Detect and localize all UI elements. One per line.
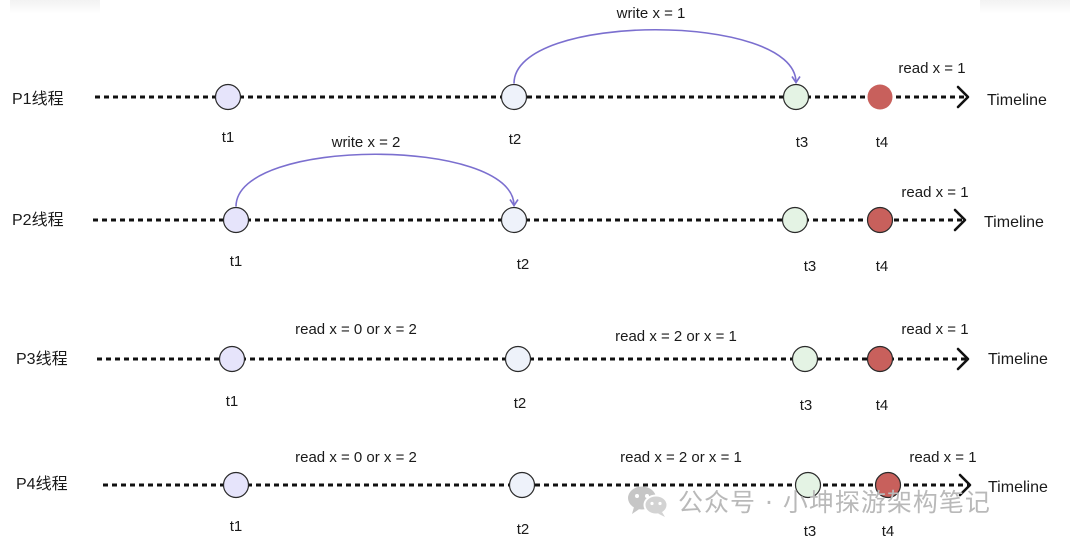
event-node-t3 — [794, 471, 822, 499]
row-label-p3: P3线程 — [16, 350, 68, 368]
event-node-t3 — [782, 83, 810, 111]
event-node-t2 — [508, 471, 536, 499]
time-label-t2: t2 — [514, 395, 527, 412]
time-label-t4: t4 — [876, 258, 889, 275]
write-arrow — [235, 153, 519, 207]
write-label: write x = 1 — [616, 5, 686, 22]
event-node-t4 — [867, 84, 893, 110]
event-node-t3 — [791, 345, 819, 373]
read-note: read x = 0 or x = 2 — [295, 449, 417, 466]
row-label-p4: P4线程 — [16, 475, 68, 493]
timeline-arrowhead — [953, 208, 967, 232]
read-note: read x = 1 — [898, 60, 965, 77]
write-arrow — [513, 29, 801, 84]
event-node-t1 — [218, 345, 246, 373]
top-left-shadow — [10, 0, 100, 14]
time-label-t2: t2 — [509, 131, 522, 148]
top-right-shadow — [980, 0, 1070, 14]
read-note: read x = 1 — [909, 449, 976, 466]
event-node-t4 — [866, 345, 894, 373]
time-label-t4: t4 — [876, 397, 889, 414]
time-label-t2: t2 — [517, 521, 530, 538]
time-label-t1: t1 — [222, 129, 235, 146]
time-label-t3: t3 — [796, 134, 809, 151]
event-node-t2 — [500, 206, 528, 234]
read-note: read x = 1 — [901, 321, 968, 338]
event-node-t4 — [866, 206, 894, 234]
timeline-label: Timeline — [987, 92, 1047, 109]
timeline-label: Timeline — [984, 214, 1044, 231]
event-node-t1 — [214, 83, 242, 111]
time-label-t4: t4 — [882, 523, 895, 540]
watermark-text: 公众号 · 小坤探游架构笔记 — [678, 488, 991, 517]
time-label-t2: t2 — [517, 256, 530, 273]
event-node-t1 — [222, 206, 250, 234]
event-node-t4 — [874, 471, 902, 499]
read-note: read x = 2 or x = 1 — [615, 328, 737, 345]
timeline-arrowhead — [958, 473, 972, 497]
read-note: read x = 2 or x = 1 — [620, 449, 742, 466]
wechat-icon — [628, 486, 669, 517]
time-label-t3: t3 — [804, 523, 817, 540]
event-node-t3 — [781, 206, 809, 234]
timeline-arrowhead — [956, 85, 970, 109]
timeline-label: Timeline — [988, 351, 1048, 368]
event-node-t2 — [504, 345, 532, 373]
timeline-label: Timeline — [988, 479, 1048, 496]
row-label-p1: P1线程 — [12, 90, 64, 108]
write-label: write x = 2 — [331, 134, 401, 151]
time-label-t3: t3 — [804, 258, 817, 275]
time-label-t3: t3 — [800, 397, 813, 414]
read-note: read x = 0 or x = 2 — [295, 321, 417, 338]
row-label-p2: P2线程 — [12, 211, 64, 229]
read-note: read x = 1 — [901, 184, 968, 201]
timeline-arrowhead — [956, 347, 970, 371]
time-label-t1: t1 — [230, 253, 243, 270]
event-node-t1 — [222, 471, 250, 499]
time-label-t1: t1 — [226, 393, 239, 410]
watermark: 公众号 · 小坤探游架构笔记 — [626, 480, 991, 522]
time-label-t1: t1 — [230, 518, 243, 535]
time-label-t4: t4 — [876, 134, 889, 151]
event-node-t2 — [500, 83, 528, 111]
